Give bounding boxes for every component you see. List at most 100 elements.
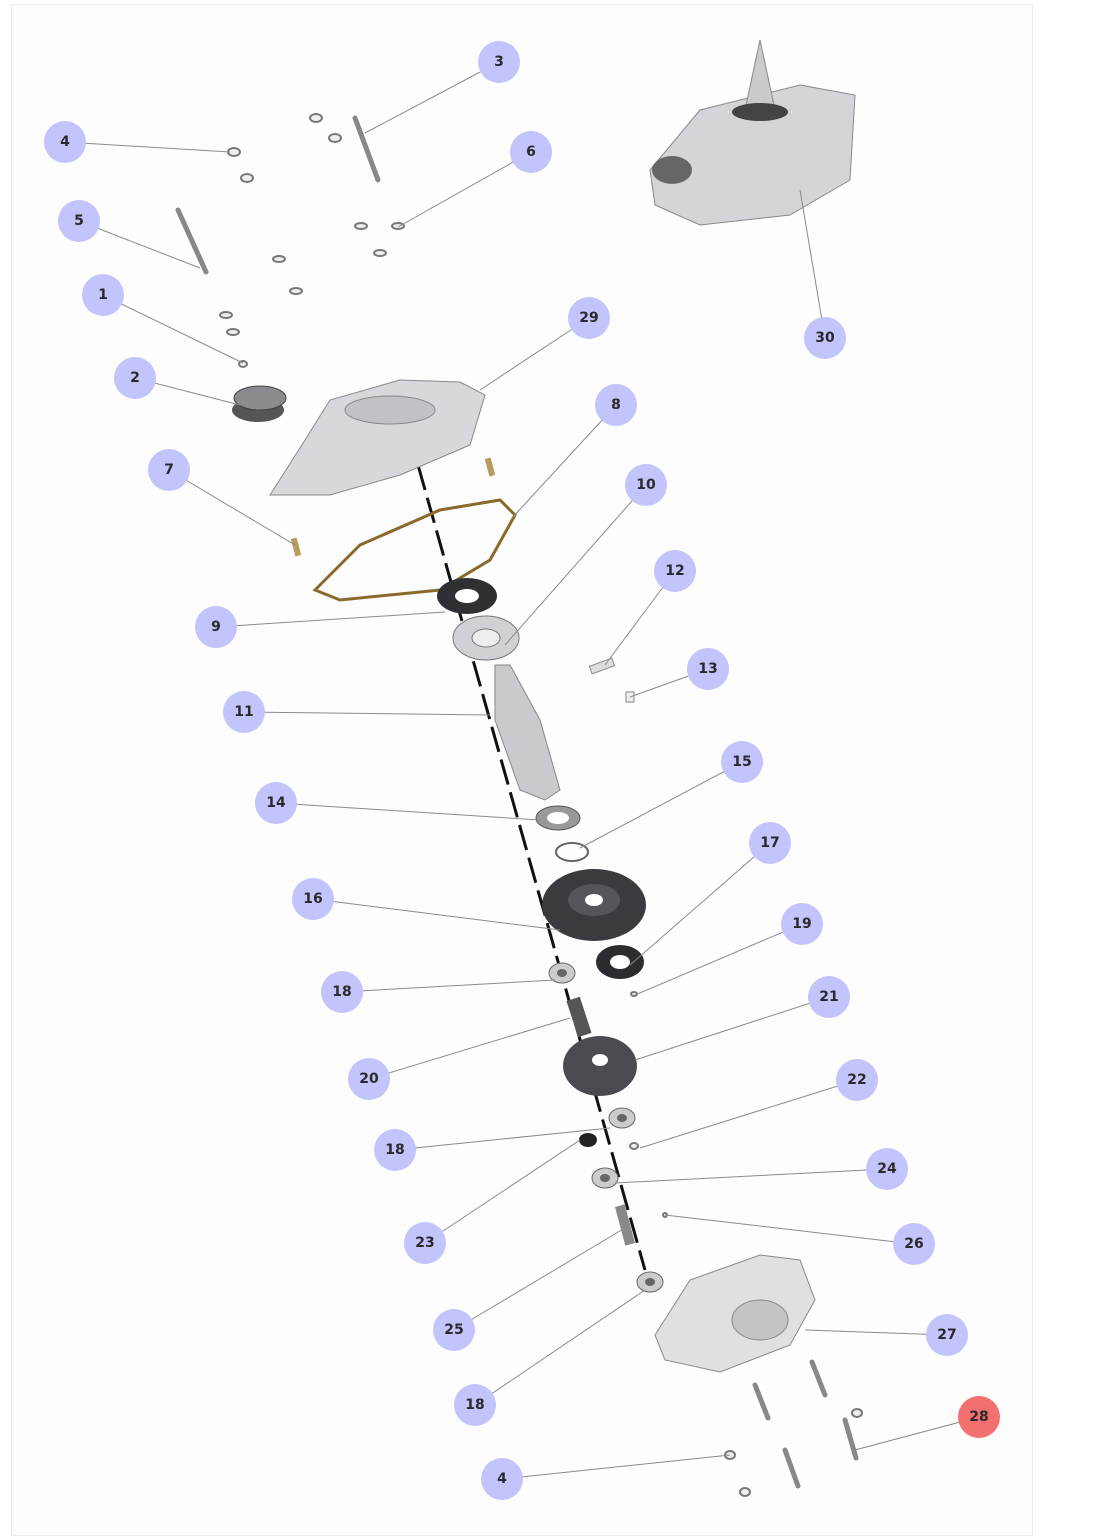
callout-20[interactable]: 20 bbox=[348, 1058, 390, 1100]
callout-18[interactable]: 18 bbox=[321, 971, 363, 1013]
callout-16[interactable]: 16 bbox=[292, 878, 334, 920]
callout-19[interactable]: 19 bbox=[781, 903, 823, 945]
callout-10[interactable]: 10 bbox=[625, 464, 667, 506]
small-bearing bbox=[591, 1167, 619, 1189]
callout-24[interactable]: 24 bbox=[866, 1148, 908, 1190]
callout-circle[interactable] bbox=[195, 606, 237, 648]
small-bearing bbox=[636, 1271, 664, 1293]
callout-5[interactable]: 5 bbox=[58, 200, 100, 242]
callout-circle[interactable] bbox=[926, 1314, 968, 1356]
callout-17[interactable]: 17 bbox=[749, 822, 791, 864]
callout-1[interactable]: 1 bbox=[82, 274, 124, 316]
callout-circle[interactable] bbox=[625, 464, 667, 506]
leader-line bbox=[453, 1227, 626, 1331]
callout-label: 16 bbox=[303, 891, 322, 907]
callout-27[interactable]: 27 bbox=[926, 1314, 968, 1356]
callout-circle[interactable] bbox=[958, 1396, 1000, 1438]
callout-circle[interactable] bbox=[348, 1058, 390, 1100]
callout-26[interactable]: 26 bbox=[893, 1223, 935, 1265]
callout-4[interactable]: 4 bbox=[44, 121, 86, 163]
leader-line bbox=[634, 923, 803, 996]
leader-line bbox=[474, 1289, 646, 1406]
leader-line bbox=[215, 611, 446, 628]
callout-circle[interactable] bbox=[404, 1222, 446, 1264]
callout-label: 23 bbox=[415, 1235, 434, 1251]
leader-line bbox=[64, 141, 231, 153]
leader-line bbox=[397, 151, 532, 228]
leader-line bbox=[629, 842, 771, 966]
callout-circle[interactable] bbox=[595, 384, 637, 426]
callout-circle[interactable] bbox=[58, 200, 100, 242]
callout-6[interactable]: 6 bbox=[510, 131, 552, 173]
callout-circle[interactable] bbox=[454, 1384, 496, 1426]
small-bearing bbox=[608, 1107, 636, 1129]
callout-2[interactable]: 2 bbox=[114, 357, 156, 399]
callout-circle[interactable] bbox=[114, 357, 156, 399]
key bbox=[588, 657, 616, 675]
callout-circle[interactable] bbox=[321, 971, 363, 1013]
leader-line bbox=[368, 1017, 571, 1080]
leader-line bbox=[243, 711, 491, 716]
callout-13[interactable]: 13 bbox=[687, 648, 729, 690]
leader-line bbox=[364, 61, 500, 134]
callout-circle[interactable] bbox=[836, 1059, 878, 1101]
callout-28[interactable]: 28 bbox=[958, 1396, 1000, 1438]
callout-circle[interactable] bbox=[44, 121, 86, 163]
callout-circle[interactable] bbox=[893, 1223, 935, 1265]
leader-line bbox=[579, 761, 743, 849]
callout-circle[interactable] bbox=[374, 1129, 416, 1171]
leader-line bbox=[312, 898, 561, 931]
callout-circle[interactable] bbox=[687, 648, 729, 690]
callout-21[interactable]: 21 bbox=[808, 976, 850, 1018]
callout-circle[interactable] bbox=[481, 1458, 523, 1500]
callout-circle[interactable] bbox=[721, 741, 763, 783]
callout-circle[interactable] bbox=[223, 691, 265, 733]
callout-25[interactable]: 25 bbox=[433, 1309, 475, 1351]
callout-14[interactable]: 14 bbox=[255, 782, 297, 824]
callout-circle[interactable] bbox=[82, 274, 124, 316]
callout-circle[interactable] bbox=[654, 550, 696, 592]
callout-18[interactable]: 18 bbox=[374, 1129, 416, 1171]
callout-label: 28 bbox=[969, 1409, 988, 1425]
callout-circle[interactable] bbox=[568, 297, 610, 339]
callout-circle[interactable] bbox=[255, 782, 297, 824]
leader-lines bbox=[64, 61, 980, 1480]
callout-7[interactable]: 7 bbox=[148, 449, 190, 491]
callout-15[interactable]: 15 bbox=[721, 741, 763, 783]
callout-circle[interactable] bbox=[866, 1148, 908, 1190]
callout-18[interactable]: 18 bbox=[454, 1384, 496, 1426]
callout-9[interactable]: 9 bbox=[195, 606, 237, 648]
callout-circle[interactable] bbox=[292, 878, 334, 920]
callout-30[interactable]: 30 bbox=[804, 317, 846, 359]
callout-circle[interactable] bbox=[510, 131, 552, 173]
callout-circle[interactable] bbox=[478, 41, 520, 83]
circlip bbox=[555, 842, 589, 862]
callout-circle[interactable] bbox=[781, 903, 823, 945]
callout-label: 4 bbox=[60, 134, 70, 150]
callout-label: 11 bbox=[234, 704, 253, 720]
callout-label: 3 bbox=[494, 54, 504, 70]
callout-circle[interactable] bbox=[804, 317, 846, 359]
callout-23[interactable]: 23 bbox=[404, 1222, 446, 1264]
callout-circle[interactable] bbox=[433, 1309, 475, 1351]
callout-3[interactable]: 3 bbox=[478, 41, 520, 83]
callout-29[interactable]: 29 bbox=[568, 297, 610, 339]
callout-11[interactable]: 11 bbox=[223, 691, 265, 733]
callout-circle[interactable] bbox=[808, 976, 850, 1018]
leader-line bbox=[275, 802, 541, 821]
leader-line bbox=[394, 1127, 611, 1151]
callout-22[interactable]: 22 bbox=[836, 1059, 878, 1101]
callout-label: 5 bbox=[74, 213, 84, 229]
callout-4[interactable]: 4 bbox=[481, 1458, 523, 1500]
callout-circle[interactable] bbox=[148, 449, 190, 491]
callout-label: 15 bbox=[732, 754, 751, 770]
callout-label: 10 bbox=[636, 477, 656, 493]
callout-label: 12 bbox=[665, 563, 684, 579]
callout-label: 4 bbox=[497, 1471, 507, 1487]
assembled-gearbox bbox=[649, 39, 856, 226]
callout-circle[interactable] bbox=[749, 822, 791, 864]
callout-label: 26 bbox=[904, 1236, 923, 1252]
callout-8[interactable]: 8 bbox=[595, 384, 637, 426]
callout-12[interactable]: 12 bbox=[654, 550, 696, 592]
